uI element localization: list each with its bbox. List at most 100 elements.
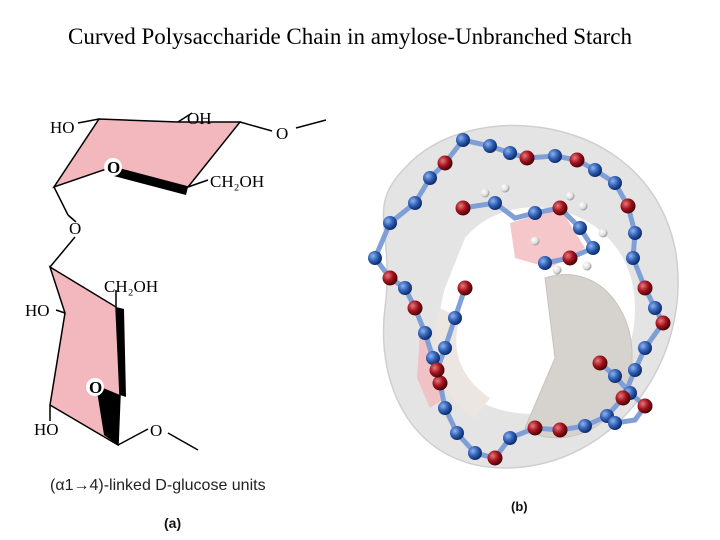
hydrogen-atom [598,228,608,238]
oxygen-atom [519,150,535,166]
carbon-atom [383,216,397,230]
lower-ring-front-edge-upper [116,307,126,397]
oxygen-atom [615,390,631,406]
hydrogen-atom [552,265,562,275]
carbon-atom [608,369,622,383]
panel-a-label: (a) [164,515,182,531]
ring-oxygen-bg-bottom [86,378,104,396]
caption-d-prefix: D [155,477,167,494]
hydrogen-atom [578,201,588,211]
atom-ho-bottom: HO [34,420,59,439]
bond-oh-top [177,112,193,123]
lower-ring-front-edge-lower [96,385,120,445]
oxygen-atom [592,355,608,371]
oxygen-atom [569,152,585,168]
oxygen-atom [527,420,543,436]
hydrogen-atom [582,261,592,271]
oxygen-atom [487,450,503,466]
helix-chain-left [372,255,418,311]
carbon-atom [483,139,497,153]
carbon-atom [503,431,517,445]
carbon-atom [408,196,422,210]
upper-glucose-ring: HO OH O O CH₂OH [50,109,327,223]
carbon-atom [456,133,470,147]
bond-o-right-tail [295,119,327,129]
carbon-atom [538,256,552,270]
atom-o-ring-bottom: O [89,378,102,397]
bond-glycosidic-lower [49,236,76,268]
upper-ring-front-edge [110,167,188,195]
oxygen-atom [407,300,423,316]
oxygen-atom [637,280,653,296]
carbon-atom [426,351,440,365]
carbon-atom [573,221,587,235]
hydrogen-atom [565,191,575,201]
carbon-atom [450,426,464,440]
atom-oh-top: OH [187,109,212,128]
panel-a-caption: (α1→4)-linked D-glucose units [50,477,266,495]
oxygen-atom [552,200,568,216]
atom-o-ring-top: O [107,158,120,177]
carbon-atom [418,326,432,340]
bond-ho-top [77,118,100,124]
oxygen-atom [432,375,448,391]
atom-ho-top: HO [50,118,75,137]
oxygen-atom [552,422,568,438]
oxygen-atom [457,280,473,296]
carbon-atom [628,226,642,240]
carbon-atom [468,446,482,460]
carbon-atom [638,341,652,355]
carbon-atom [626,251,640,265]
caption-linkage: (α1→4)-linked [50,477,151,494]
carbon-atom [448,311,462,325]
carbon-atom [608,176,622,190]
atom-ch2oh-bottom: CH₂OH [104,277,158,296]
carbon-atom [548,149,562,163]
bond-ch2oh-top [187,179,209,188]
carbon-atom [586,241,600,255]
atom-ch2oh-top: CH₂OH [210,172,264,191]
amylose-helix-model [368,124,679,469]
carbon-atoms [368,133,662,460]
caption-glucose-units: -glucose units [166,477,266,494]
hydrogen-atom [500,183,510,193]
carbon-atom [578,419,592,433]
bond-o-bottom [117,428,149,446]
carbon-atom [503,146,517,160]
carbon-atom [438,341,452,355]
atom-o-glycosidic: O [69,219,81,238]
carbon-atom [608,416,622,430]
bond-c1-down [53,186,69,216]
oxygen-atoms [382,150,671,466]
ring-oxygen-bg-top [104,158,122,176]
carbon-atom [368,251,382,265]
hydrogen-atom [530,236,540,246]
atom-o-link-right: O [276,124,288,143]
lower-glucose-ring: CH₂OH HO O HO O [25,265,199,451]
slide-title: Curved Polysaccharide Chain in amylose-U… [68,24,632,49]
panel-b-label: (b) [511,499,528,514]
carbon-atom [628,363,642,377]
oxygen-atom [655,315,671,331]
hydrogen-atom [480,188,490,198]
helix-chain-inner-left [434,285,468,373]
oxygen-atom [455,200,471,216]
bond-ho-mid [55,309,66,314]
atom-ho-mid: HO [25,301,50,320]
oxygen-atom [429,362,445,378]
bond-glycosidic-upper [67,214,77,223]
oxygen-atom [620,198,636,214]
oxygen-atom [382,270,398,286]
carbon-atom [438,401,452,415]
oxygen-atom [562,250,578,266]
bond-o-bottom-tail [167,432,199,451]
carbon-atom [588,163,602,177]
oxygen-atom [637,398,653,414]
bond-o-right [239,121,273,132]
oxygen-atom [437,155,453,171]
carbon-atom [528,206,542,220]
hydrogen-atoms [480,183,608,275]
atom-o-link-bottom: O [150,421,162,440]
helix-chain-lower-left [412,305,538,461]
